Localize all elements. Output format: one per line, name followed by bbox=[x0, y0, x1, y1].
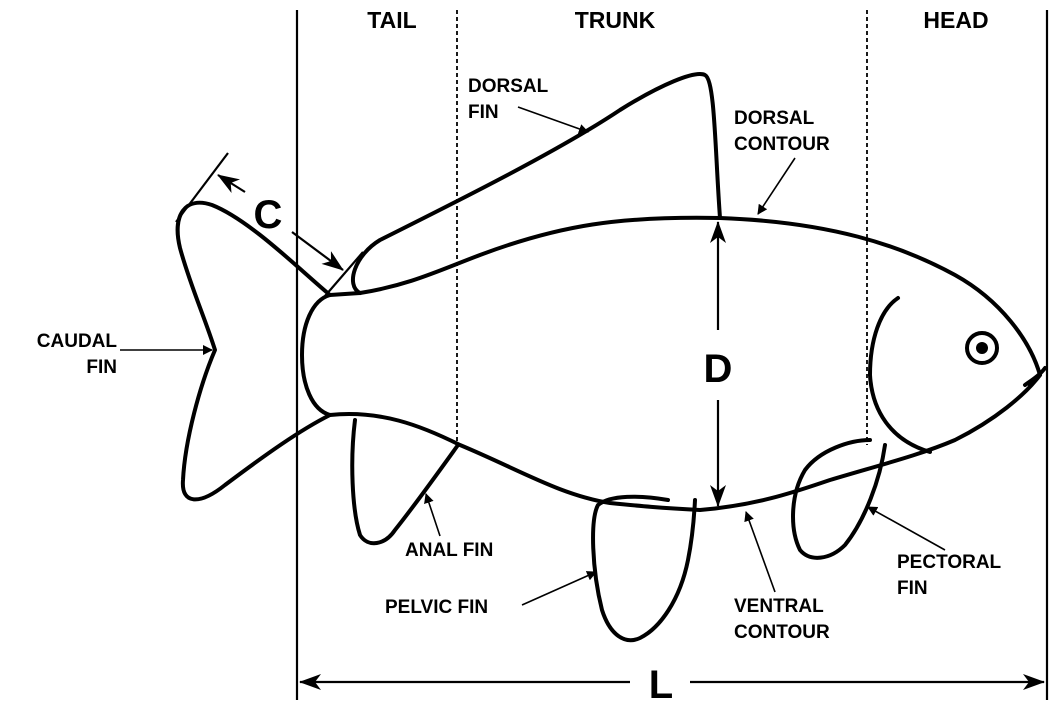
eye-pupil bbox=[976, 342, 988, 354]
section-tail-label: TAIL bbox=[367, 7, 416, 33]
pectoral-fin-shape bbox=[793, 440, 885, 558]
dorsal-fin-label: DORSAL bbox=[468, 76, 549, 97]
dorsal-fin-label-2: FIN bbox=[468, 102, 499, 123]
pectoral-fin-pointer bbox=[868, 507, 945, 550]
anal-fin-pointer bbox=[426, 494, 440, 536]
dorsal-fin-pointer bbox=[518, 107, 588, 132]
caudal-tick-1 bbox=[176, 153, 228, 222]
dorsal-contour-pointer bbox=[758, 158, 795, 214]
caudal-arrow-2 bbox=[292, 232, 343, 270]
caudal-fin-label: CAUDAL bbox=[37, 331, 118, 352]
anal-fin-label: ANAL FIN bbox=[405, 540, 493, 561]
ventral-contour-label: VENTRAL bbox=[734, 596, 824, 617]
ventral-contour-pointer bbox=[746, 512, 775, 592]
caudal-arrow-1 bbox=[218, 175, 245, 192]
section-head-label: HEAD bbox=[923, 7, 988, 33]
section-trunk-label: TRUNK bbox=[575, 7, 656, 33]
caudal-fin-label-2: FIN bbox=[86, 357, 117, 378]
pelvic-fin-pointer bbox=[522, 572, 596, 605]
pelvic-fin-shape bbox=[593, 497, 695, 640]
gill-cover bbox=[870, 298, 930, 452]
depth-label: D bbox=[704, 347, 733, 391]
dorsal-contour-label-2: CONTOUR bbox=[734, 134, 830, 155]
pectoral-fin-label-2: FIN bbox=[897, 578, 928, 599]
body-outline bbox=[302, 218, 1040, 510]
dorsal-contour-label: DORSAL bbox=[734, 108, 815, 129]
pectoral-fin-label: PECTORAL bbox=[897, 552, 1002, 573]
caudal-length-label: C bbox=[254, 193, 283, 237]
caudal-fin-shape bbox=[178, 203, 330, 500]
ventral-contour-label-2: CONTOUR bbox=[734, 622, 830, 643]
dorsal-fin-shape bbox=[353, 74, 720, 293]
pelvic-fin-label: PELVIC FIN bbox=[385, 597, 488, 618]
length-label: L bbox=[649, 663, 673, 707]
